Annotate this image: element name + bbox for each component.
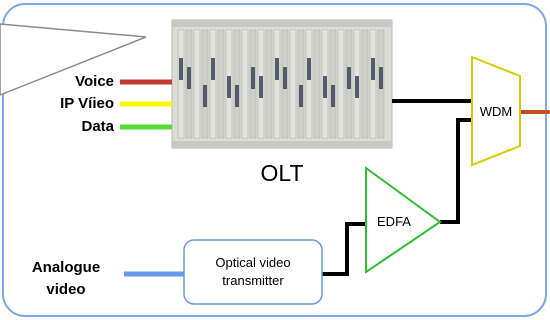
rack-card-connector [299, 85, 303, 107]
analogue-label-line-1: Analogue [31, 259, 101, 276]
wdm-label: WDM [479, 104, 513, 119]
rack-card-connector [283, 67, 287, 89]
olt-label: OLT [260, 160, 304, 186]
rack-card [313, 29, 321, 139]
analogue-video-label: Analogue video [10, 257, 122, 301]
edfa-amplifier-symbol [365, 166, 442, 274]
transmitter-label: Optical video transmitter [184, 254, 322, 290]
analogue-label-line-2: video [46, 281, 86, 298]
rack-card-connector [227, 76, 231, 98]
edfa-to-wdm-fiber [440, 118, 472, 224]
edfa-label: EDFA [377, 214, 411, 229]
rack-card [209, 29, 217, 139]
rack-card-connector [187, 67, 191, 89]
transmitter-to-edfa-fiber [322, 222, 366, 276]
rack-card-connector [251, 67, 255, 89]
rack-card-connector [371, 58, 375, 80]
transmitter-label-line-1: Optical video [215, 255, 291, 270]
rack-card-connector [259, 76, 263, 98]
rack-card [177, 29, 185, 139]
wdm-symbol [471, 55, 521, 167]
rack-card [233, 29, 241, 139]
transmitter-label-line-2: transmitter [222, 273, 284, 288]
rack-card [217, 29, 225, 139]
rack-card [337, 29, 345, 139]
callout-bubble [0, 23, 147, 96]
rack-card-connector [323, 76, 327, 98]
rack-card-connector [179, 58, 183, 80]
rack-card [289, 29, 297, 139]
optical-video-transmitter-box [183, 239, 323, 305]
rack-card-connector [235, 85, 239, 107]
rack-card-connector [203, 85, 207, 107]
rack-card [273, 29, 281, 139]
rack-card [305, 29, 313, 139]
ip-video-label: IP Víieo [60, 95, 114, 112]
rack-card-connector [347, 67, 351, 89]
rack-card [361, 29, 369, 139]
rack-card-connector [331, 85, 335, 107]
olt-rack-image [171, 19, 393, 149]
rack-card [329, 29, 337, 139]
rack-card [297, 29, 305, 139]
rack-card-connector [307, 58, 311, 80]
rack-card-connector [355, 76, 359, 98]
rack-card [265, 29, 273, 139]
data-label: Data [81, 118, 114, 135]
rack-card [193, 29, 201, 139]
rack-card-connector [275, 58, 279, 80]
rack-card [241, 29, 249, 139]
rack-card [369, 29, 377, 139]
rack-card-connector [211, 58, 215, 80]
rack-card-connector [379, 67, 383, 89]
voice-label: Voice [75, 73, 114, 90]
headend-frame [2, 3, 547, 317]
rack-card [201, 29, 209, 139]
